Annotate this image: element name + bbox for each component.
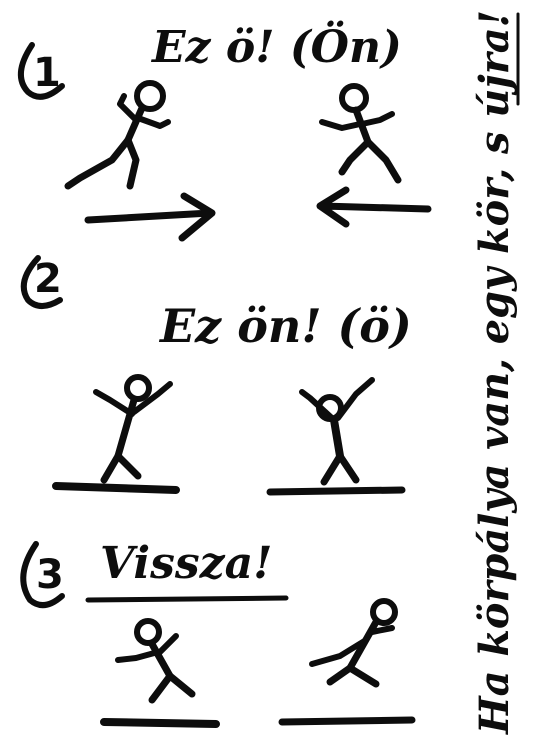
step-3-number: 3 <box>36 552 64 598</box>
step-1-caption: Ez ö! (Ön) <box>150 19 402 73</box>
arrow-right <box>84 192 216 242</box>
step-3-caption: Vissza! <box>100 538 272 589</box>
turn-left-figure <box>100 618 220 728</box>
cheer-right-figure <box>266 377 406 496</box>
arrow-left <box>316 186 432 228</box>
step-3-bracket <box>20 541 65 609</box>
step-2-number: 2 <box>34 256 62 302</box>
cheer-left-figure <box>52 374 180 494</box>
step-1-bracket <box>18 42 65 100</box>
floor-line-3a <box>100 718 220 728</box>
floor-line-2a <box>52 482 180 494</box>
runner-left-figure <box>64 80 171 190</box>
step-3: 3 Vissza! <box>20 538 416 728</box>
side-note: Ha körpálya van, egy kör, s újra! <box>471 10 518 735</box>
step-1: 1 Ez ö! (Ön) <box>18 19 432 242</box>
runner-right-figure <box>319 83 402 184</box>
step-2: 2 Ez ön! (ö) <box>20 255 412 496</box>
floor-line-2b <box>266 486 406 496</box>
step-1-number: 1 <box>33 50 61 96</box>
caption-underline <box>85 595 289 603</box>
turn-right-figure <box>278 598 416 726</box>
step-2-bracket <box>20 255 63 309</box>
side-note-text: Ha körpálya van, egy kör, s újra! <box>471 10 518 735</box>
step-2-caption: Ez ön! (ö) <box>158 299 412 353</box>
floor-line-3b <box>278 716 416 726</box>
